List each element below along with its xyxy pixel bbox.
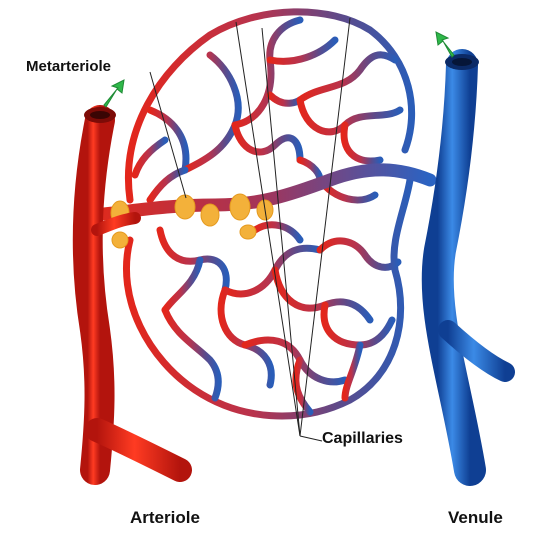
arteriole-label: Arteriole bbox=[130, 508, 200, 528]
metarteriole-label: Metarteriole bbox=[26, 58, 111, 75]
flow-arrow-arteriole bbox=[104, 80, 124, 107]
capillaries-label: Capillaries bbox=[322, 430, 403, 448]
flow-arrow-venule bbox=[436, 32, 454, 57]
venule-vessel bbox=[438, 54, 505, 470]
venule-label: Venule bbox=[448, 508, 503, 528]
